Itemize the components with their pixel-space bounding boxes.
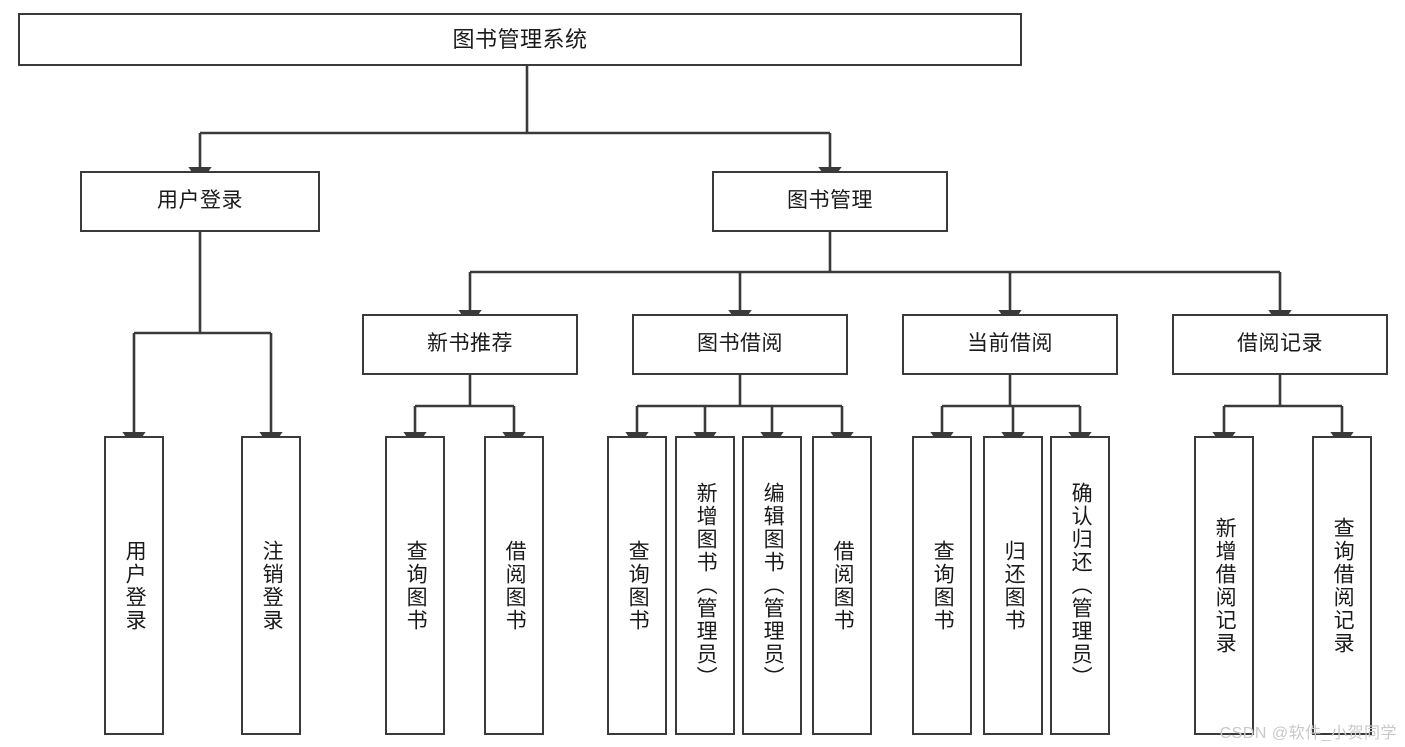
node-book-management[interactable]: 图书管理 (712, 171, 948, 232)
node-leaf-borrow-borrow-book[interactable]: 借阅图书 (812, 436, 872, 735)
node-borrow-record[interactable]: 借阅记录 (1172, 314, 1388, 375)
node-label: 查询图书 (931, 539, 955, 632)
node-label: 新书推荐 (427, 332, 513, 356)
node-current-borrow[interactable]: 当前借阅 (902, 314, 1118, 375)
node-user-login[interactable]: 用户登录 (80, 171, 320, 232)
node-leaf-recommend-borrow-book[interactable]: 借阅图书 (484, 436, 544, 735)
node-label: 借阅记录 (1237, 332, 1323, 356)
node-label: 确认归还（管理员） (1069, 482, 1093, 689)
node-label: 借阅图书 (503, 539, 527, 632)
node-label: 当前借阅 (967, 332, 1053, 356)
node-label: 归还图书 (1002, 539, 1026, 632)
node-label: 查询图书 (404, 539, 428, 632)
node-label: 查询借阅记录 (1331, 516, 1355, 655)
node-label: 借阅图书 (831, 539, 855, 632)
csdn-watermark: CSDN @软件_小贺同学 (1219, 725, 1397, 742)
node-leaf-current-query-book[interactable]: 查询图书 (912, 436, 972, 735)
node-leaf-record-add-borrow-record[interactable]: 新增借阅记录 (1194, 436, 1254, 735)
node-label: 编辑图书（管理员） (761, 482, 785, 689)
node-leaf-user-logout[interactable]: 注销登录 (241, 436, 301, 735)
node-book-borrow[interactable]: 图书借阅 (632, 314, 848, 375)
node-label: 用户登录 (123, 539, 147, 632)
node-leaf-record-query-borrow-record[interactable]: 查询借阅记录 (1312, 436, 1372, 735)
node-leaf-borrow-edit-book-admin[interactable]: 编辑图书（管理员） (742, 436, 802, 735)
node-label: 图书借阅 (697, 332, 783, 356)
node-leaf-borrow-add-book-admin[interactable]: 新增图书（管理员） (675, 436, 735, 735)
node-label: 查询图书 (626, 539, 650, 632)
node-leaf-current-return-book[interactable]: 归还图书 (983, 436, 1043, 735)
node-label: 图书管理 (787, 189, 873, 213)
node-root-system[interactable]: 图书管理系统 (18, 13, 1022, 66)
node-label: 图书管理系统 (452, 26, 588, 52)
node-label: 用户登录 (157, 189, 243, 213)
node-label: 新增图书（管理员） (694, 482, 718, 689)
node-leaf-borrow-query-book[interactable]: 查询图书 (607, 436, 667, 735)
node-leaf-recommend-query-book[interactable]: 查询图书 (385, 436, 445, 735)
node-new-book-recommend[interactable]: 新书推荐 (362, 314, 578, 375)
node-leaf-current-confirm-return-admin[interactable]: 确认归还（管理员） (1050, 436, 1110, 735)
node-label: 注销登录 (260, 539, 284, 632)
node-label: 新增借阅记录 (1213, 516, 1237, 655)
node-leaf-user-login[interactable]: 用户登录 (104, 436, 164, 735)
